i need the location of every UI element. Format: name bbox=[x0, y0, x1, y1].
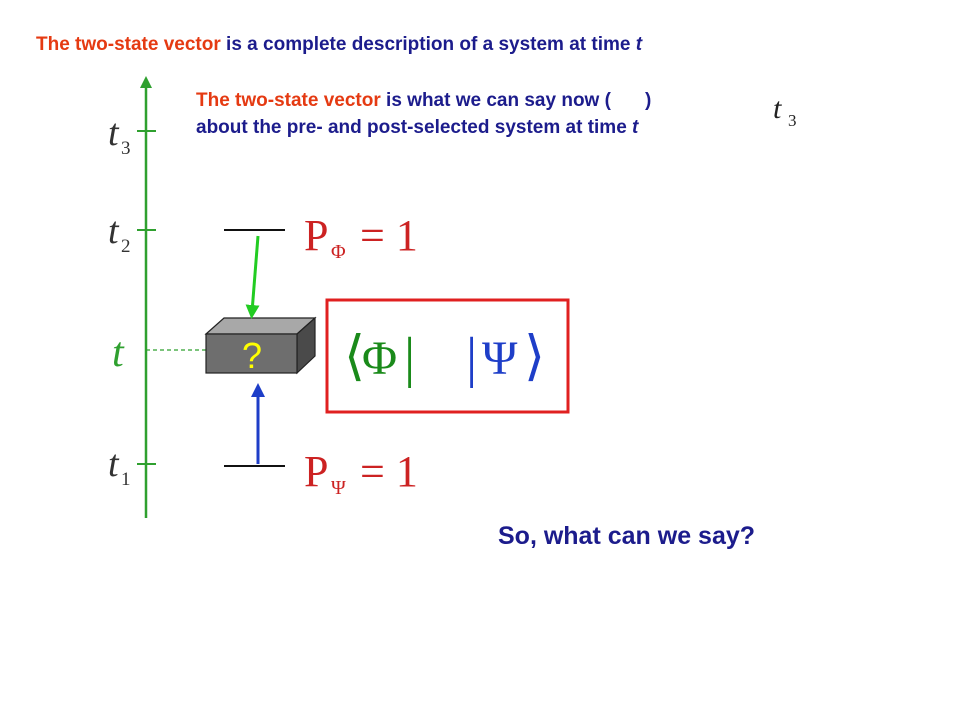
subtitle-line1-rest: is what we can say now ( bbox=[380, 90, 611, 111]
subtitle-line1-close: ) bbox=[644, 90, 652, 111]
headline: The two-state vector is a complete descr… bbox=[36, 34, 642, 56]
bra-open: ⟨ bbox=[344, 326, 365, 386]
svg-text:Φ: Φ bbox=[331, 241, 346, 263]
svg-text:t: t bbox=[112, 330, 125, 376]
tick-label-t2: t 2 bbox=[108, 210, 131, 257]
headline-rest: is a complete description of a system at… bbox=[220, 34, 636, 55]
subtitle-line2-rest: about the pre- and post-selected system … bbox=[196, 117, 633, 138]
svg-text:1: 1 bbox=[121, 469, 131, 490]
ket-open: | bbox=[466, 327, 477, 389]
headline-var: t bbox=[635, 34, 643, 55]
two-state-vector-frame bbox=[325, 298, 570, 414]
measurement-box: ? bbox=[204, 316, 317, 376]
subtitle-now-sub: 3 bbox=[788, 111, 797, 130]
two-state-vector: ⟨ Φ | | Ψ ⟩ bbox=[344, 326, 545, 389]
headline-highlight: The two-state vector bbox=[36, 34, 221, 55]
closing-question: So, what can we say? bbox=[498, 522, 756, 550]
subtitle-line-1: The two-state vector is what we can say … bbox=[196, 90, 651, 112]
svg-text:t: t bbox=[108, 112, 120, 154]
bra-close: | bbox=[404, 327, 415, 389]
subtitle-now-var: t bbox=[773, 92, 782, 125]
svg-text:= 1: = 1 bbox=[360, 447, 418, 496]
svg-text:P: P bbox=[304, 447, 328, 496]
svg-text:2: 2 bbox=[121, 236, 131, 257]
pre-selection-probability: P Ψ = 1 bbox=[304, 447, 418, 499]
post-selection-probability: P Φ = 1 bbox=[304, 211, 418, 263]
ket-psi: Ψ bbox=[482, 332, 518, 385]
subtitle-now-time: t 3 bbox=[773, 92, 797, 130]
post-selection-arrow bbox=[245, 235, 260, 319]
svg-text:P: P bbox=[304, 211, 328, 260]
svg-text:t: t bbox=[108, 210, 120, 252]
ket-close: ⟩ bbox=[524, 326, 545, 386]
box-question-mark: ? bbox=[242, 335, 262, 376]
svg-text:3: 3 bbox=[121, 138, 131, 159]
svg-text:= 1: = 1 bbox=[360, 211, 418, 260]
subtitle-highlight: The two-state vector bbox=[196, 90, 381, 111]
svg-text:t: t bbox=[108, 443, 120, 485]
svg-text:Ψ: Ψ bbox=[331, 477, 346, 499]
subtitle-var: t bbox=[632, 117, 639, 138]
tick-label-t3: t 3 bbox=[108, 112, 131, 159]
subtitle-line-2: about the pre- and post-selected system … bbox=[196, 117, 638, 139]
tick-label-t: t bbox=[112, 330, 125, 376]
bra-phi: Φ bbox=[362, 332, 397, 385]
tick-label-t1: t 1 bbox=[108, 443, 131, 490]
